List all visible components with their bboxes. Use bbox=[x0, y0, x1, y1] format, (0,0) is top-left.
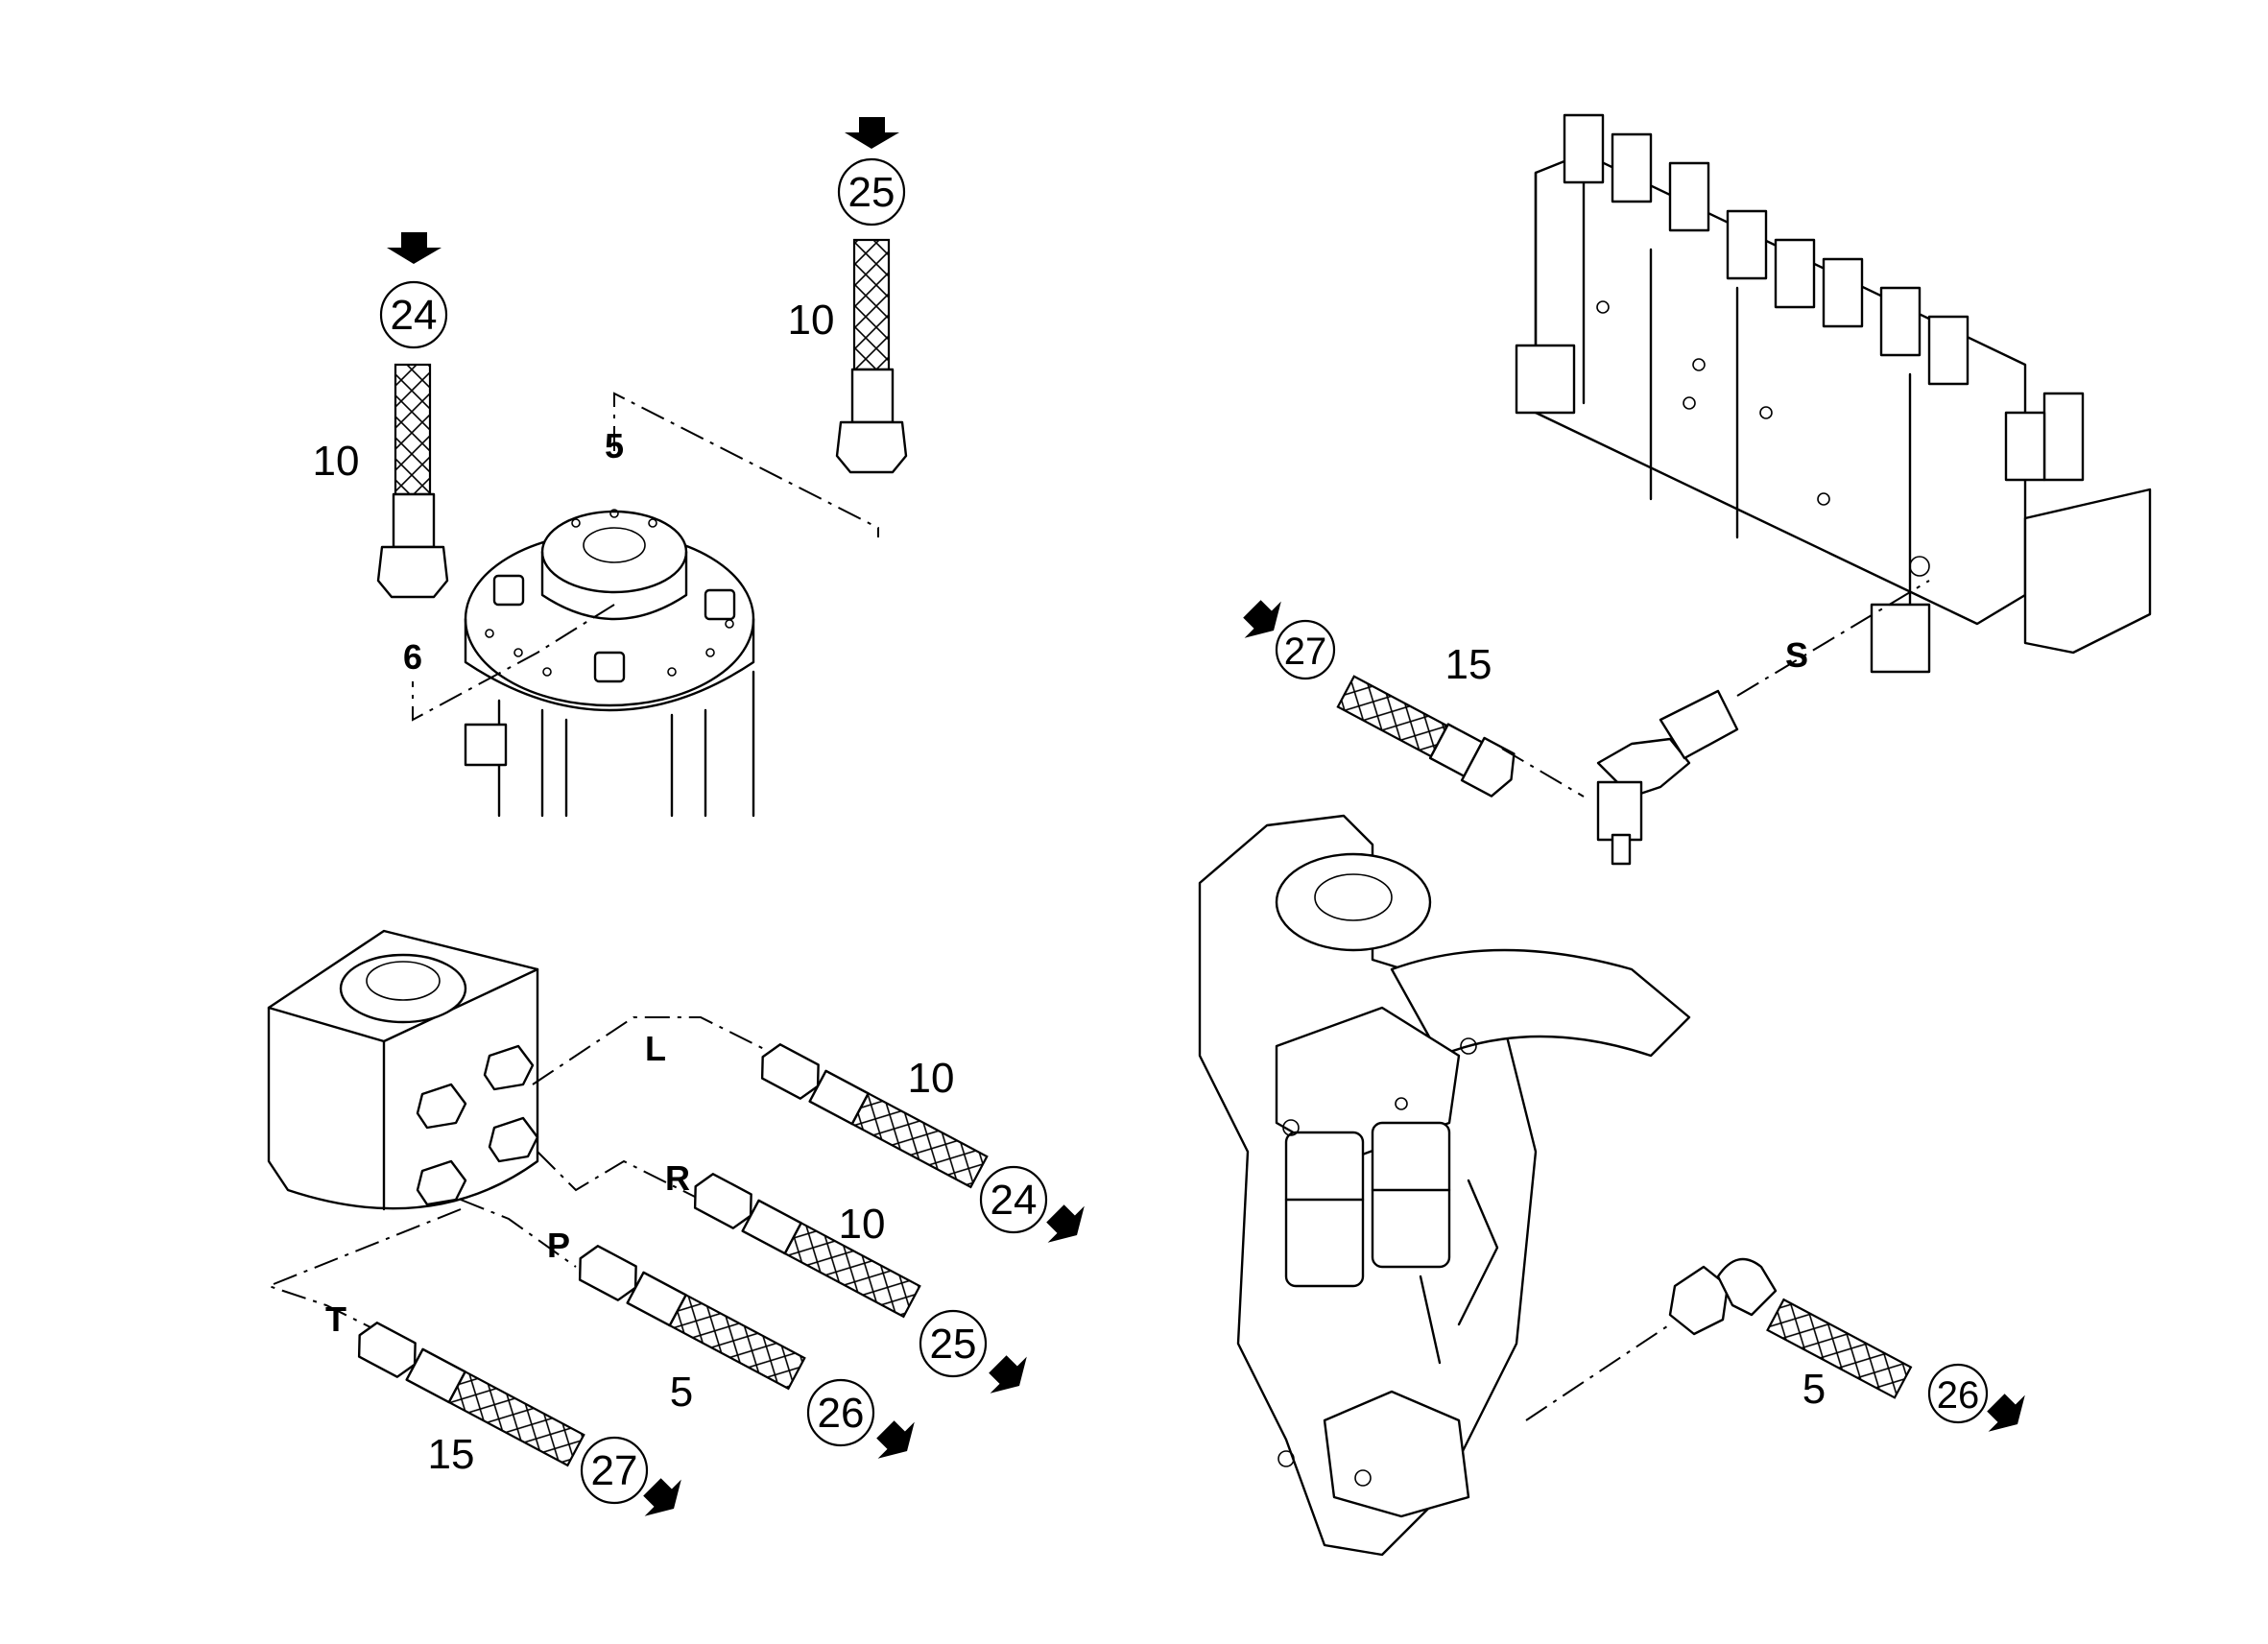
label-5-P: 5 bbox=[670, 1369, 693, 1416]
label-10-right: 10 bbox=[788, 297, 835, 344]
label-port-S: S bbox=[1785, 635, 1808, 675]
label-port-6: 6 bbox=[403, 637, 422, 677]
hose-R bbox=[693, 1173, 921, 1319]
cylinder-assembly bbox=[412, 392, 879, 818]
label-10-L: 10 bbox=[908, 1055, 955, 1102]
arrow-icon bbox=[387, 117, 2025, 1516]
hose-T bbox=[357, 1322, 585, 1467]
callout-27-pump: 27 bbox=[580, 1436, 649, 1505]
callout-24-pump: 24 bbox=[979, 1165, 1048, 1234]
elbow-fitting bbox=[1596, 580, 1930, 866]
svg-text:26: 26 bbox=[1937, 1374, 1980, 1417]
engine-assembly bbox=[1198, 814, 1691, 1557]
control-valve-block bbox=[1515, 113, 2152, 674]
svg-text:25: 25 bbox=[930, 1321, 977, 1368]
hose-25-vertical bbox=[835, 238, 908, 474]
callout-26-engine: 26 bbox=[1927, 1363, 1989, 1424]
label-5-engine: 5 bbox=[1802, 1366, 1826, 1413]
svg-text:26: 26 bbox=[818, 1390, 865, 1437]
hose-26-engine bbox=[1668, 1257, 1913, 1399]
hose-L bbox=[760, 1043, 989, 1189]
callout-26-pump: 26 bbox=[806, 1378, 875, 1447]
steering-pump bbox=[266, 929, 778, 1335]
label-port-P: P bbox=[547, 1226, 570, 1265]
svg-text:24: 24 bbox=[991, 1177, 1038, 1224]
svg-text:24: 24 bbox=[391, 292, 438, 339]
hose-24-vertical bbox=[376, 363, 449, 599]
svg-text:25: 25 bbox=[848, 169, 895, 216]
label-port-T: T bbox=[325, 1299, 346, 1339]
label-10-R: 10 bbox=[839, 1201, 886, 1248]
label-port-R: R bbox=[665, 1158, 690, 1198]
label-port-L: L bbox=[645, 1029, 666, 1068]
callout-25-top: 25 bbox=[837, 157, 906, 226]
svg-text:27: 27 bbox=[1284, 631, 1327, 673]
svg-text:27: 27 bbox=[591, 1447, 638, 1494]
label-15-valve: 15 bbox=[1445, 641, 1492, 688]
callout-24-top: 24 bbox=[379, 280, 448, 349]
label-10-left: 10 bbox=[313, 438, 360, 485]
hose-27-valve bbox=[1336, 675, 1585, 798]
callout-27-valve: 27 bbox=[1275, 619, 1336, 680]
label-port-5: 5 bbox=[605, 426, 624, 465]
hose-P bbox=[578, 1245, 806, 1391]
label-15-T: 15 bbox=[428, 1431, 475, 1478]
callout-25-pump: 25 bbox=[919, 1309, 988, 1378]
